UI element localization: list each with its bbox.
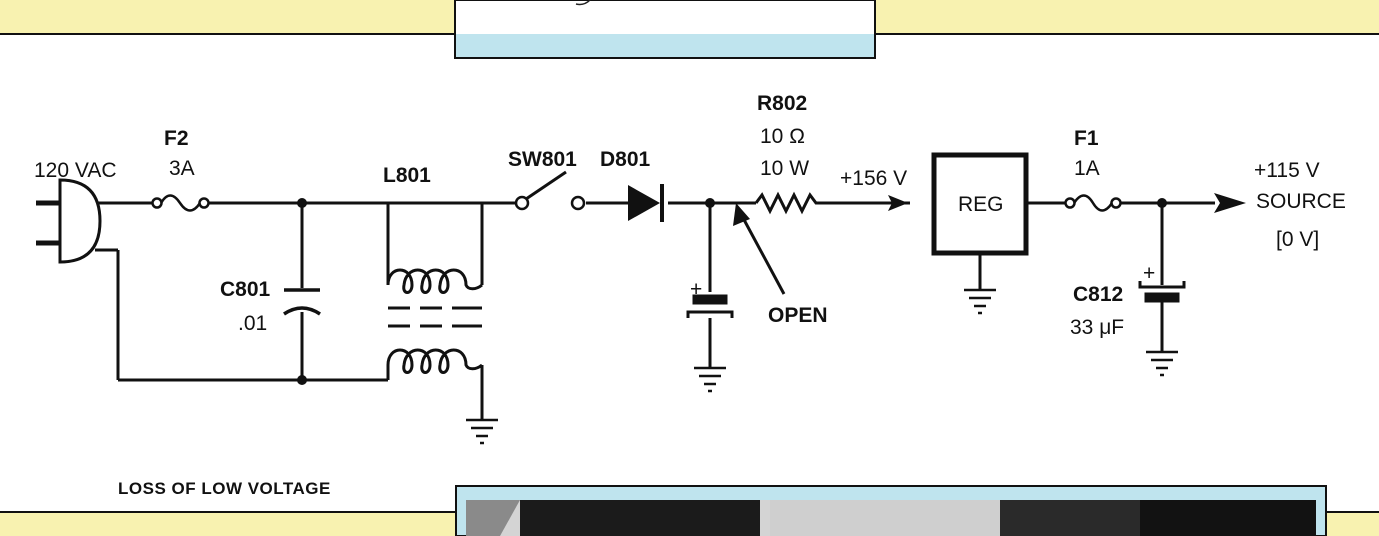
fuse-f2-icon xyxy=(151,194,210,212)
f1-value: 1A xyxy=(1074,157,1100,180)
r802-label: R802 xyxy=(757,92,807,115)
junction-dots xyxy=(297,198,1167,385)
v115-label: +115 V xyxy=(1254,159,1320,182)
source-state: [0 V] xyxy=(1276,228,1319,251)
c812-polarity-plus: + xyxy=(1143,262,1155,285)
c801-label: C801 xyxy=(220,278,271,301)
cap-polarity-plus: + xyxy=(690,278,702,301)
electrolytic-capacitor-icon xyxy=(686,294,734,318)
c801-value: .01 xyxy=(238,312,267,335)
v156-label: +156 V xyxy=(840,167,907,190)
arrow-icon xyxy=(1214,193,1246,213)
capacitor-c801-icon xyxy=(283,288,321,316)
ground-icon xyxy=(1146,350,1178,377)
open-label: OPEN xyxy=(768,304,828,327)
diode-d801-icon xyxy=(628,184,664,222)
d801-label: D801 xyxy=(600,148,651,171)
ac-plug-icon xyxy=(36,178,102,264)
electrolytic-capacitor-c812-icon xyxy=(1138,281,1186,303)
switch-sw801-icon xyxy=(514,170,586,211)
r802-value-ohms: 10 Ω xyxy=(760,125,805,148)
top-panel-blue-strip xyxy=(456,34,874,57)
f2-value: 3A xyxy=(169,157,195,180)
f2-label: F2 xyxy=(164,127,189,150)
source-label: SOURCE xyxy=(1256,190,1346,213)
reg-label: REG xyxy=(958,193,1004,216)
arrow-icon xyxy=(888,195,908,211)
r802-value-watts: 10 W xyxy=(760,157,809,180)
regulator-box xyxy=(931,152,1029,256)
fuse-f1-icon xyxy=(1064,194,1122,212)
ground-icon xyxy=(694,366,726,393)
c812-value: 33 μF xyxy=(1070,316,1124,339)
ground-icon xyxy=(964,288,996,315)
open-arrow-icon xyxy=(733,203,786,295)
l801-label: L801 xyxy=(383,164,431,187)
caption: LOSS OF LOW VOLTAGE xyxy=(118,479,331,498)
choke-l801-icon xyxy=(386,268,483,374)
ac-source-label: 120 VAC xyxy=(34,159,117,182)
c812-label: C812 xyxy=(1073,283,1123,306)
bottom-photo xyxy=(466,500,1316,536)
f1-label: F1 xyxy=(1074,127,1099,150)
sw801-label: SW801 xyxy=(508,148,577,171)
wires xyxy=(95,201,1215,420)
resistor-r802-icon xyxy=(754,191,820,215)
ground-icon xyxy=(466,418,498,445)
